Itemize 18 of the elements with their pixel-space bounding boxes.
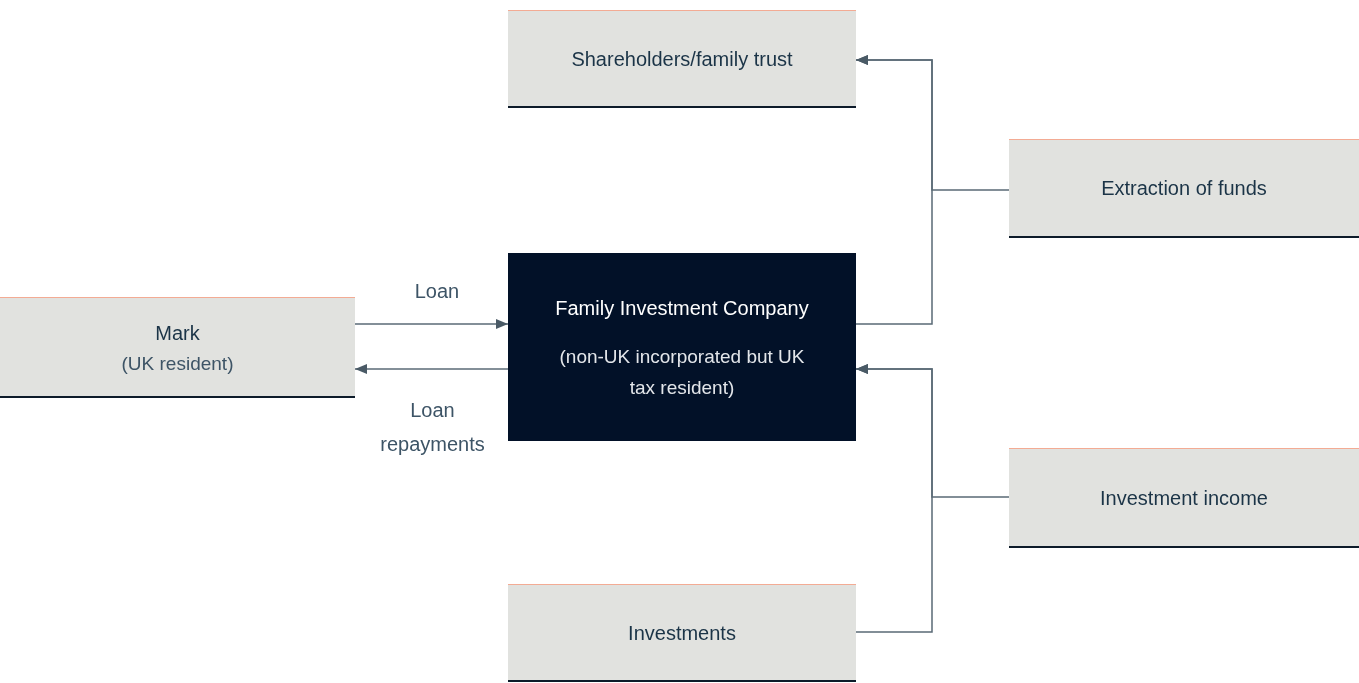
arrow: [354, 364, 509, 374]
box-title: Shareholders/family trust: [571, 46, 793, 72]
box-title: Extraction of funds: [1101, 176, 1267, 201]
entity-box: [508, 10, 856, 108]
company-box: [508, 253, 856, 441]
box-title: Family Investment Company: [555, 296, 809, 321]
box-title: Investment income: [1100, 485, 1268, 511]
box-title: Investments: [628, 620, 736, 646]
entity-box: [1009, 448, 1359, 548]
box-subtitle: (UK resident): [121, 352, 234, 376]
box-subtitle: (non-UK incorporated but UK tax resident): [558, 345, 806, 400]
arrow: [855, 55, 1010, 191]
entity-box: [0, 297, 355, 398]
entity-box: [1009, 139, 1359, 238]
arrow: [354, 319, 509, 329]
entity-box: [508, 584, 856, 682]
arrow: [855, 364, 1010, 498]
box-title: Mark: [155, 321, 200, 346]
